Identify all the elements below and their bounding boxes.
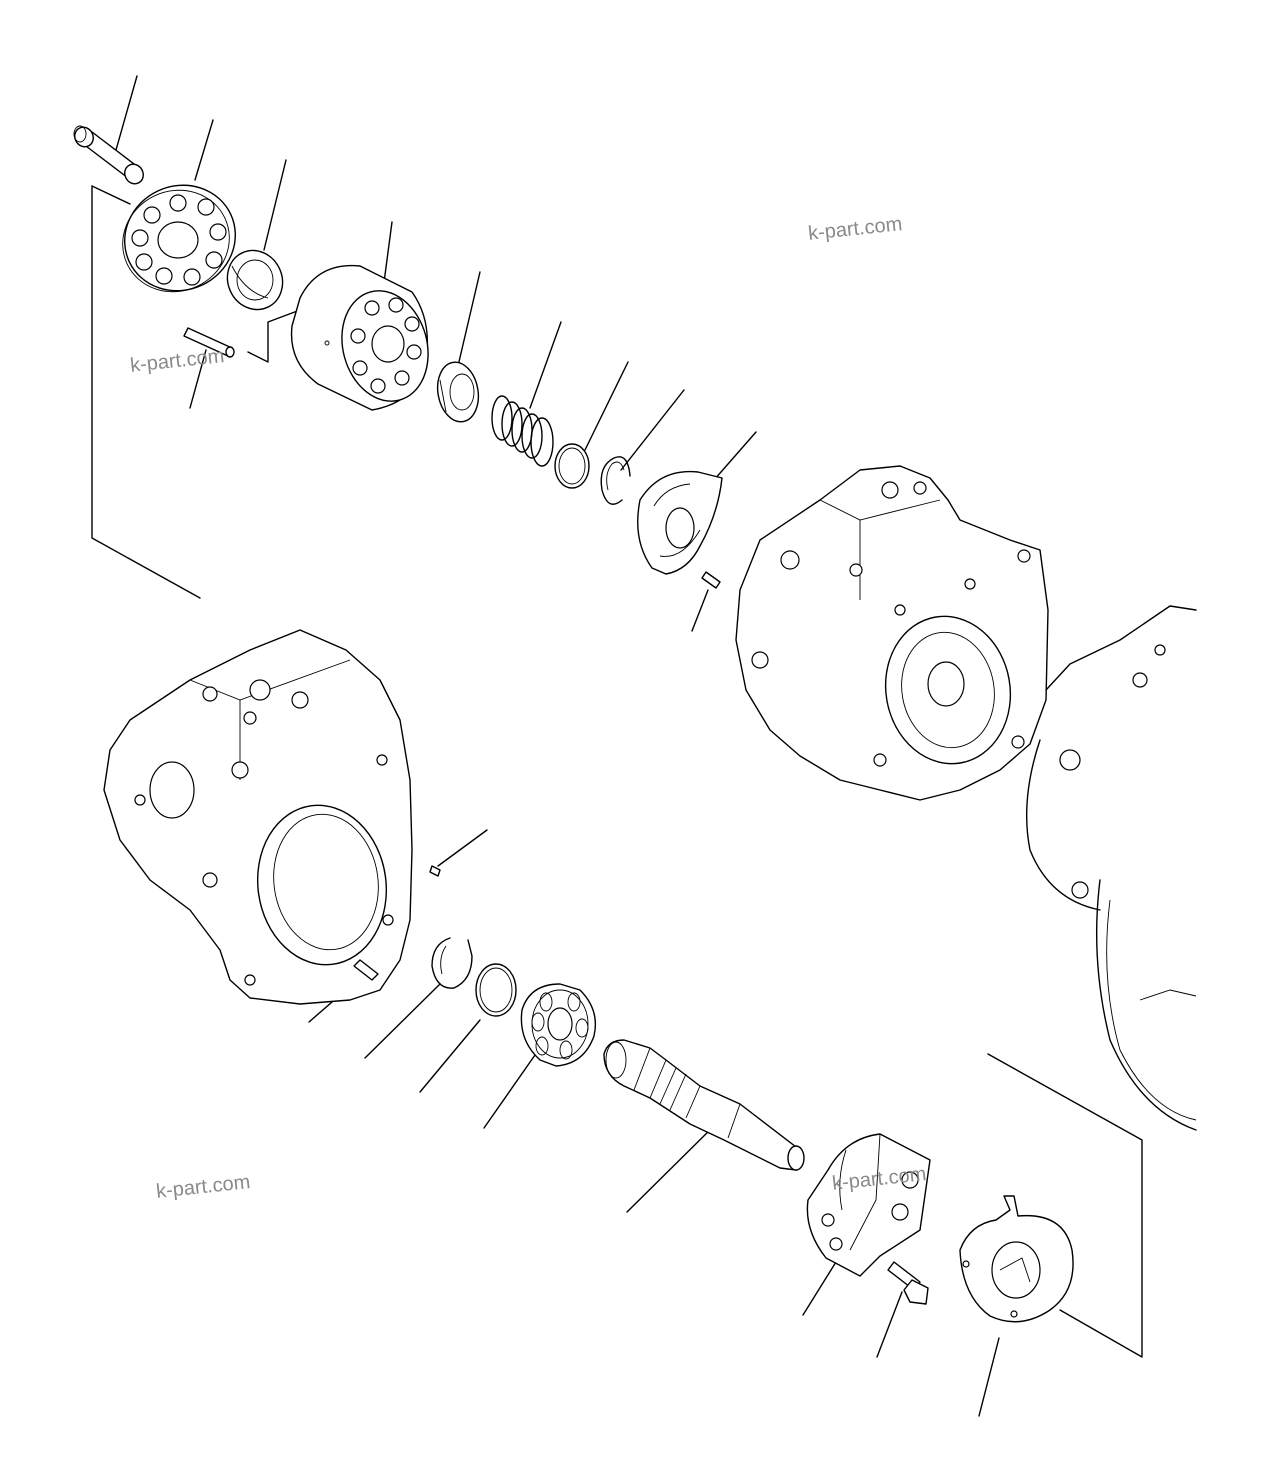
pump-end-housing-part — [735, 465, 1049, 801]
piston-part — [73, 125, 144, 185]
dowel-pin-2-part — [353, 959, 379, 981]
swash-plate-part — [806, 1133, 931, 1277]
pin-small-part — [429, 865, 441, 877]
ring-2-part — [475, 963, 517, 1017]
dowel-pin-part — [701, 571, 721, 589]
bolt-part — [887, 1261, 929, 1305]
shaft-part — [603, 1039, 805, 1171]
spherical-bushing-part — [226, 249, 284, 311]
group-bracket-lines — [91, 185, 1143, 1358]
ring-part — [554, 443, 590, 489]
retainer-plate-part — [122, 184, 237, 293]
snap-ring-2-part — [431, 937, 473, 989]
pin-part — [183, 327, 235, 358]
partial-housing-part — [1025, 605, 1197, 1131]
pump-case-part — [103, 629, 413, 1005]
valve-plate-part — [637, 470, 723, 575]
spring-part — [491, 395, 554, 467]
end-cover-part — [959, 1195, 1074, 1323]
snap-ring-part — [600, 456, 631, 505]
bushing-part — [436, 361, 480, 423]
roller-bearing-part — [520, 983, 597, 1067]
cylinder-block-part — [290, 264, 429, 411]
